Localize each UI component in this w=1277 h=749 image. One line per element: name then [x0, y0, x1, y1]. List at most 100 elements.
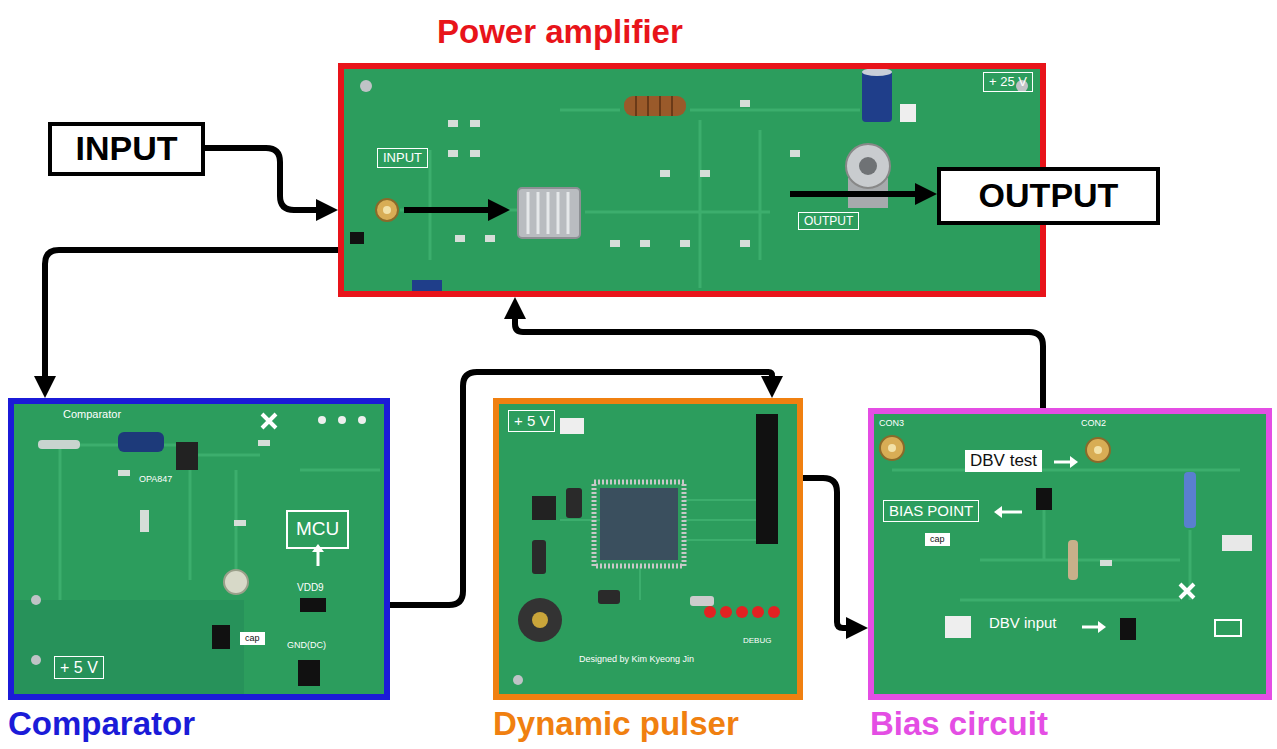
pin-name: VDD9	[296, 582, 325, 594]
comparator-board-part	[31, 655, 41, 665]
dynamic-pulser-board-part	[532, 496, 556, 520]
power-amplifier-board-part	[470, 120, 480, 127]
bias-circuit-board-part	[1070, 456, 1078, 468]
power-amplifier-board-part	[740, 240, 750, 247]
arrow-head	[34, 376, 56, 398]
power-amplifier-board-part	[859, 157, 877, 175]
part-name: OPA847	[138, 474, 173, 485]
bias-circuit-board-part	[994, 506, 1002, 518]
dynamic-pulser-board-part	[600, 488, 678, 560]
power-amplifier-board-part	[470, 150, 480, 157]
bias-circuit-board-part	[945, 616, 971, 638]
comparator-board-part	[318, 416, 326, 424]
power-amplifier-board-part	[455, 235, 465, 242]
bias-board-frame: Bias circuit	[868, 408, 1272, 700]
bias-circuit-board-part	[1222, 535, 1252, 551]
dynamic-pulser-board-part	[532, 540, 546, 574]
comparator-board-part	[60, 445, 380, 600]
silkscreen-label: + 5 V	[54, 656, 104, 679]
dynamic-pulser-board-part	[499, 404, 797, 694]
power-amplifier-board-part	[862, 68, 892, 76]
power-amplifier-board-part	[400, 110, 860, 288]
bias-circuit-board	[874, 414, 1266, 694]
board-title: Comparator	[8, 705, 195, 743]
comparator-board-part	[118, 432, 164, 452]
power-amplifier-board-part	[846, 144, 890, 188]
comparator-board-part	[118, 470, 130, 476]
arrow-head	[915, 183, 937, 205]
bias-circuit-board-part	[1098, 621, 1106, 633]
comparator-board-part	[14, 600, 244, 694]
silkscreen-label: DBV input	[988, 614, 1058, 632]
dynamic-pulser-board-part	[560, 418, 584, 434]
bias-circuit-board-part	[874, 414, 1266, 694]
connector-arrow	[504, 297, 1043, 408]
comparator-board-part	[298, 660, 320, 686]
board-title: Dynamic pulser	[493, 705, 739, 743]
dynamic-pulser-board	[499, 404, 797, 694]
terminal-box: OUTPUT	[937, 167, 1160, 225]
bias-circuit-board-part	[1000, 511, 1022, 514]
power-amplifier-board-part	[412, 280, 442, 291]
connector-arrow	[205, 148, 338, 221]
power-amplifier-board-part	[610, 240, 620, 247]
silkscreen-label: INPUT	[377, 148, 428, 168]
comparator-board	[14, 404, 384, 694]
board-title: Power amplifier	[437, 13, 683, 51]
power-amplifier-board-part	[740, 100, 750, 107]
power-amplifier-board-part	[485, 235, 495, 242]
arrow-head	[846, 617, 868, 639]
silkscreen-label: cap	[925, 533, 950, 546]
power-amplifier-board-part	[528, 192, 568, 234]
bias-circuit-board-part	[892, 470, 1240, 600]
connector-arrow	[803, 478, 868, 639]
dynamic-pulser-board-part	[598, 590, 620, 604]
connector-arrow	[34, 250, 338, 398]
arrow-head	[504, 297, 526, 319]
connector-line	[390, 372, 772, 605]
bias-circuit-board-part	[888, 444, 896, 452]
power-amplifier-board-part	[404, 207, 488, 213]
power-amplifier-board-part	[488, 199, 510, 221]
power-amplifier-board-part	[790, 150, 800, 157]
connector-name: CON3	[878, 418, 905, 429]
dynamic-pulser-board-part	[532, 612, 548, 628]
power-amplifier-board-part	[660, 170, 670, 177]
dynamic-pulser-board-part	[768, 606, 780, 618]
connector-arrow	[790, 183, 937, 205]
connector-line	[803, 478, 849, 628]
power-amplifier-board-part	[900, 104, 916, 122]
comparator-board-part	[140, 510, 149, 532]
bias-circuit-board-part	[1215, 620, 1241, 636]
power-amplifier-board-part	[700, 170, 710, 177]
bias-circuit-board-part	[1082, 626, 1100, 629]
comparator-board-part	[258, 440, 270, 446]
bias-circuit-board-part	[1180, 584, 1194, 598]
power-amplifier-board-part	[376, 199, 398, 221]
comparator-board-part	[224, 570, 248, 594]
bias-circuit-board-part	[1120, 618, 1136, 640]
bias-circuit-board-part	[1184, 472, 1196, 528]
power-amplifier-board-part	[360, 80, 372, 92]
connector-line	[515, 316, 1043, 408]
bias-circuit-board-part	[1036, 488, 1052, 510]
bias-circuit-board-part	[1094, 446, 1102, 454]
pin-name: GND(DC)	[286, 640, 327, 651]
comparator-board-part	[212, 625, 230, 649]
connector-arrow	[390, 372, 783, 605]
comparator-board-part	[31, 595, 41, 605]
power-amplifier-board-part	[518, 188, 580, 238]
arrow-head	[761, 376, 783, 398]
comparator-board-part	[300, 598, 326, 612]
dynamic-pulser-board-part	[736, 606, 748, 618]
power-amplifier-board-part	[624, 96, 686, 116]
comparator-board-part	[14, 404, 384, 694]
silkscreen-label: DEBUG	[742, 636, 772, 646]
bias-circuit-board-part	[1054, 461, 1072, 464]
terminal-label: OUTPUT	[979, 177, 1119, 214]
comparator-board-part	[234, 520, 246, 526]
dynamic-pulser-board-part	[704, 606, 716, 618]
bias-circuit-board-part	[880, 436, 904, 460]
